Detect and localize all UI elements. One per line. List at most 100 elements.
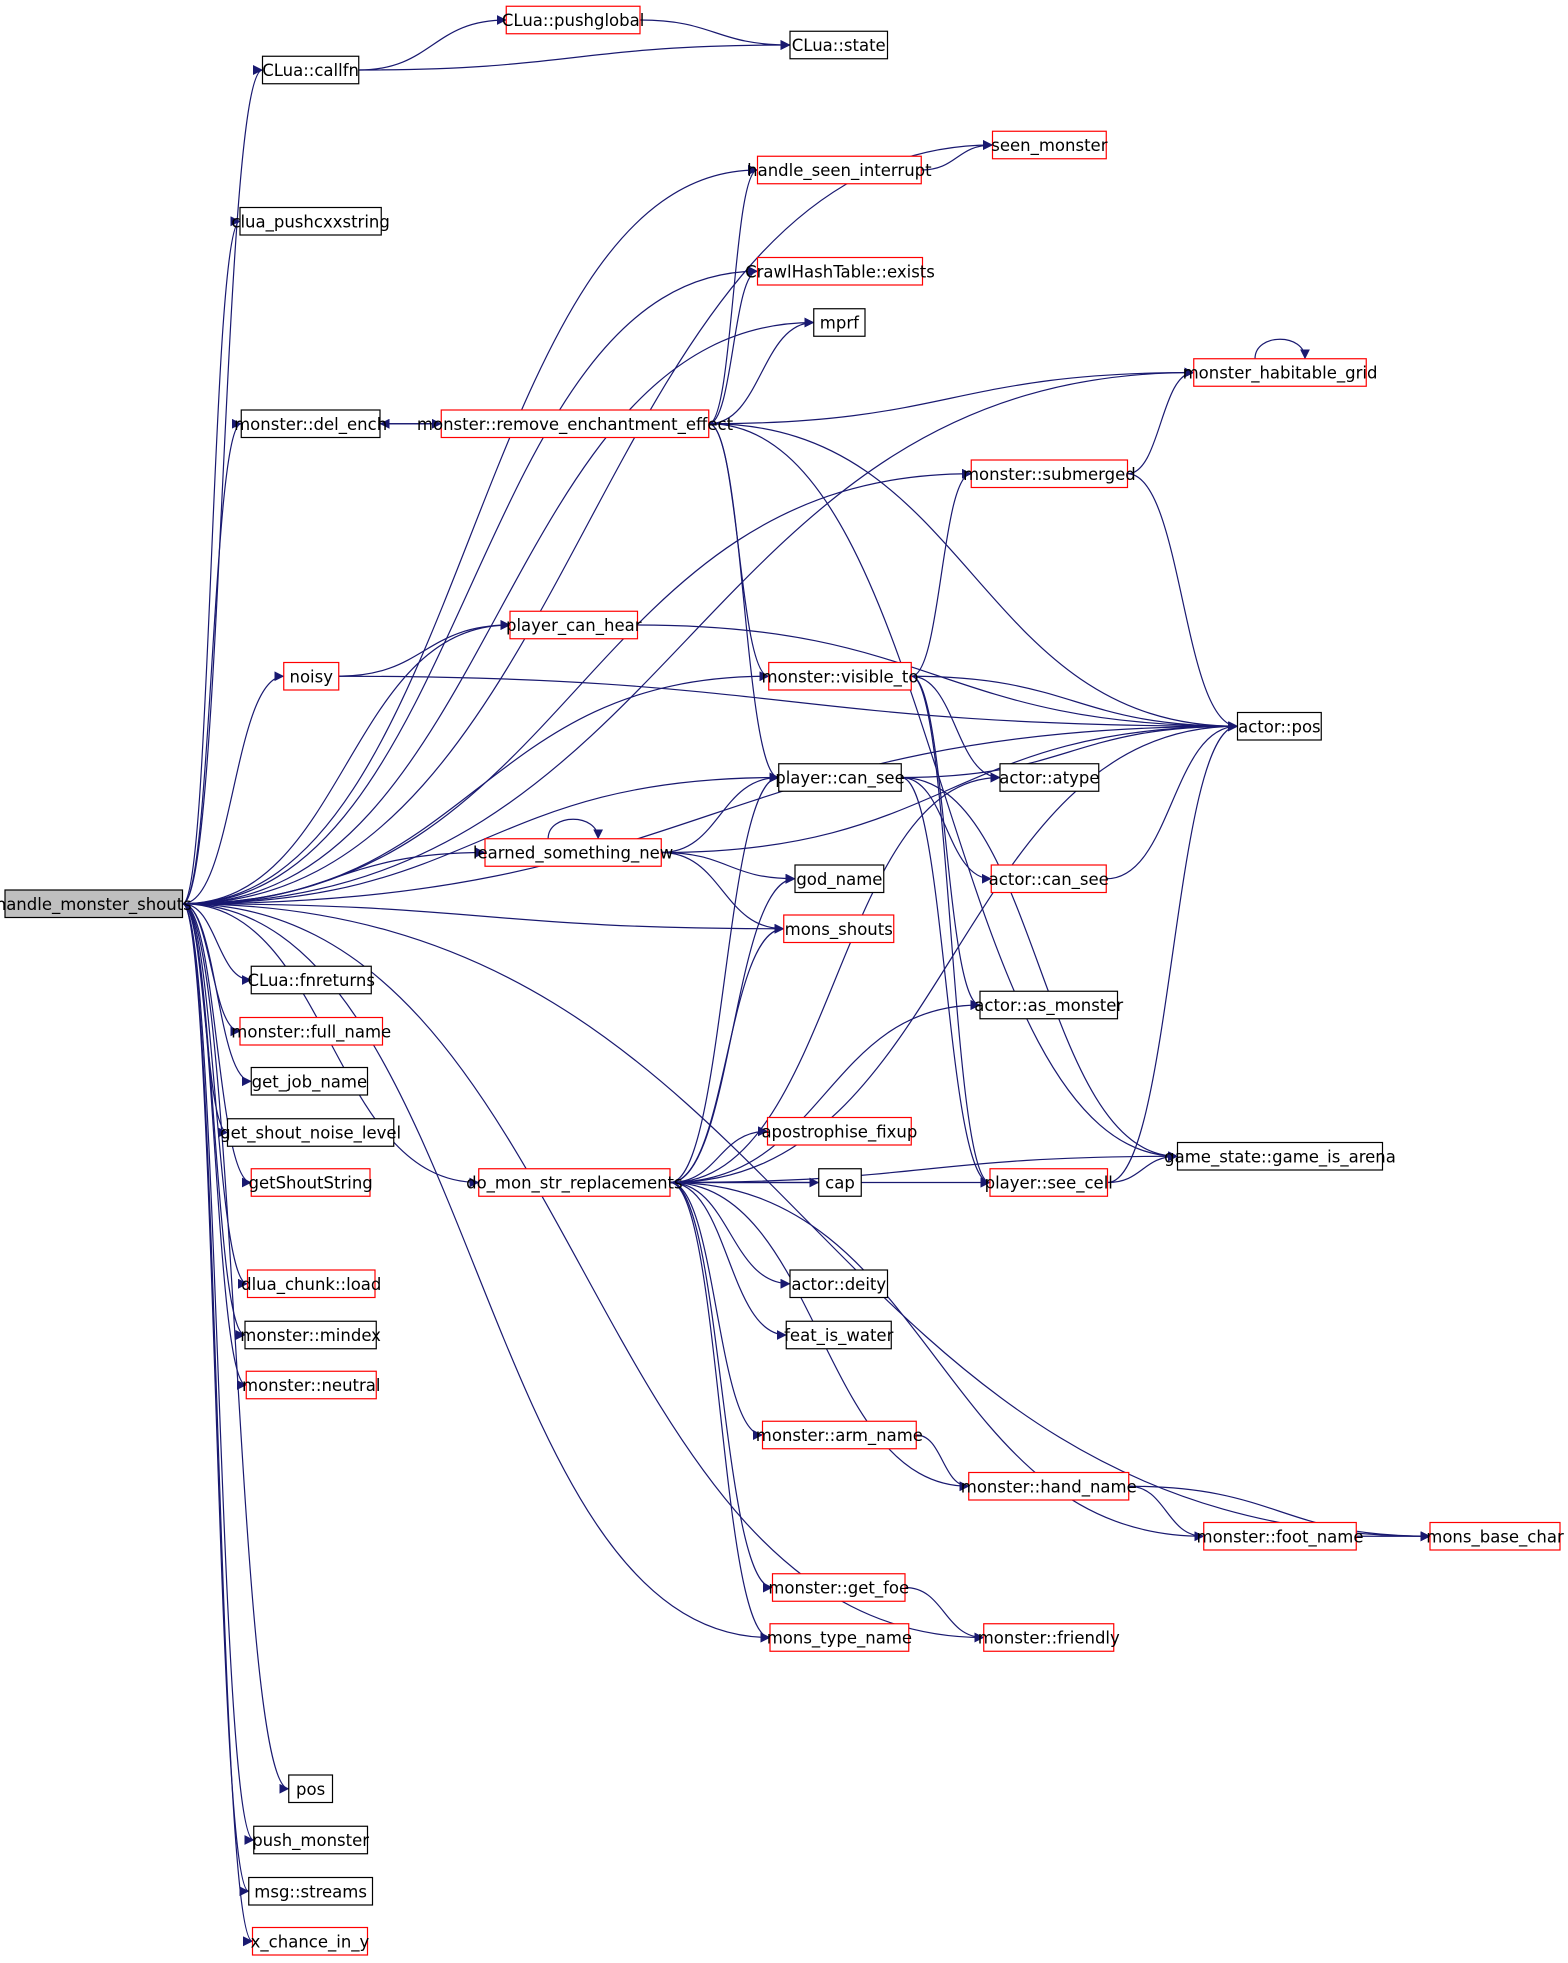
node-monster_remove_enchantment_effect[interactable]: monster::remove_enchantment_effect	[417, 409, 734, 439]
node-monster_foot_name[interactable]: monster::foot_name	[1197, 1521, 1364, 1551]
node-label: CLua::fnreturns	[248, 971, 375, 990]
node-monster_del_ench[interactable]: monster::del_ench	[234, 409, 387, 439]
node-get_shout_noise_level[interactable]: get_shout_noise_level	[220, 1118, 401, 1147]
node-mons_shouts[interactable]: mons_shouts	[783, 914, 895, 944]
node-box	[478, 1168, 671, 1197]
node-box	[989, 1168, 1109, 1197]
edge-handle_monster_shouts-to-clua_callfn	[182, 65, 263, 905]
edge-handle_monster_shouts-to-handle_seen_interrupt	[182, 165, 758, 905]
edge-noisy-to-actor_pos	[338, 675, 1238, 732]
edge-actor_can_see-to-actor_pos	[1106, 721, 1238, 880]
node-actor_as_monster[interactable]: actor::as_monster	[974, 990, 1123, 1020]
node-actor_atype[interactable]: actor::atype	[999, 763, 1100, 792]
edge-monster_visible_to-to-actor_as_monster	[911, 675, 981, 1010]
node-actor_pos[interactable]: actor::pos	[1236, 711, 1322, 741]
edge-handle_monster_shouts-to-mons_shouts	[182, 903, 785, 934]
node-label: monster::foot_name	[1197, 1527, 1364, 1547]
node-monster_get_foe[interactable]: monster::get_foe	[768, 1573, 909, 1602]
node-label: mons_type_name	[767, 1629, 912, 1649]
node-learned_something_new[interactable]: learned_something_new	[473, 838, 673, 867]
node-clua_pushglobal[interactable]: CLua::pushglobal	[502, 5, 644, 35]
node-label: god_name	[796, 870, 882, 890]
node-apostrophise_fixup[interactable]: apostrophise_fixup	[761, 1116, 917, 1146]
node-box	[789, 30, 889, 60]
node-label: x_chance_in_y	[251, 1932, 370, 1952]
node-monster_visible_to[interactable]: monster::visible_to	[761, 661, 919, 691]
node-seen_monster[interactable]: seen_monster	[991, 130, 1108, 160]
node-game_state_game_is_arena[interactable]: game_state::game_is_arena	[1164, 1141, 1396, 1171]
node-monster_hand_name[interactable]: monster::hand_name	[961, 1471, 1137, 1501]
node-label: dlua_chunk::load	[241, 1275, 381, 1295]
node-label: seen_monster	[991, 136, 1107, 156]
edge-monster_remove_enchantment_effect-to-actor_pos	[708, 423, 1238, 732]
edge-handle_monster_shouts-to-mprf	[182, 317, 815, 905]
edge-player_can_hear-to-actor_pos	[637, 624, 1238, 732]
node-msg_streams[interactable]: msg::streams	[248, 1876, 374, 1906]
node-box	[509, 610, 639, 640]
node-get_job_name[interactable]: get_job_name	[250, 1066, 369, 1096]
edge-handle_monster_shouts-to-getshoutstring	[182, 903, 252, 1188]
node-label: msg::streams	[254, 1882, 367, 1901]
edge-handle_monster_shouts-to-pos	[182, 903, 290, 1794]
node-label: monster::mindex	[240, 1326, 381, 1345]
node-box	[1193, 358, 1367, 387]
node-monster_arm_name[interactable]: monster::arm_name	[756, 1420, 923, 1450]
node-box	[979, 990, 1119, 1020]
node-cap[interactable]: cap	[818, 1168, 862, 1197]
node-god_name[interactable]: god_name	[794, 864, 885, 894]
node-box	[288, 1774, 334, 1804]
node-monster_submerged[interactable]: monster::submerged	[963, 459, 1136, 489]
node-clua_pushcxxstring[interactable]: clua_pushcxxstring	[231, 206, 390, 236]
node-mons_type_name[interactable]: mons_type_name	[767, 1623, 912, 1652]
node-player_see_cell[interactable]: player::see_cell	[985, 1168, 1113, 1197]
edge-learned_something_new-to-actor_pos	[661, 721, 1238, 854]
node-clua_state[interactable]: CLua::state	[789, 30, 889, 60]
node-pos[interactable]: pos	[288, 1774, 334, 1804]
node-player_can_hear[interactable]: player_can_hear	[506, 610, 642, 640]
edge-do_mon_str_replacements-to-monster_get_foe	[669, 1181, 773, 1593]
node-label: monster::friendly	[978, 1629, 1120, 1648]
node-handle_monster_shouts[interactable]: handle_monster_shouts	[0, 889, 192, 919]
edge-monster_remove_enchantment_effect-to-player_can_see	[708, 423, 780, 783]
edge-handle_seen_interrupt-to-seen_monster	[921, 140, 993, 171]
node-label: pos	[296, 1780, 325, 1799]
node-monster_friendly[interactable]: monster::friendly	[978, 1623, 1120, 1652]
node-monster_mindex[interactable]: monster::mindex	[240, 1320, 381, 1350]
node-label: apostrophise_fixup	[761, 1122, 917, 1142]
node-box	[778, 763, 902, 792]
node-label: mons_shouts	[785, 920, 893, 940]
edge-do_mon_str_replacements-to-mons_type_name	[669, 1181, 771, 1643]
node-monster_habitable_grid[interactable]: monster_habitable_grid	[1183, 358, 1378, 387]
node-monster_neutral[interactable]: monster::neutral	[242, 1370, 380, 1400]
node-actor_deity[interactable]: actor::deity	[789, 1269, 889, 1299]
node-label: noisy	[290, 667, 334, 686]
edge-do_mon_str_replacements-to-apostrophise_fixup	[669, 1126, 768, 1184]
edge-handle_monster_shouts-to-noisy	[182, 671, 285, 905]
node-feat_is_water[interactable]: feat_is_water	[784, 1320, 894, 1350]
edge-handle_monster_shouts-to-monster_neutral	[182, 903, 247, 1390]
node-do_mon_str_replacements[interactable]: do_mon_str_replacements	[466, 1168, 683, 1197]
node-crawlhashtable_exists[interactable]: CrawlHashTable::exists	[745, 256, 935, 286]
node-clua_fnreturns[interactable]: CLua::fnreturns	[248, 965, 375, 995]
edge-handle_monster_shouts-to-seen_monster	[182, 140, 993, 905]
node-box	[261, 55, 360, 85]
node-box	[970, 459, 1129, 489]
node-mons_base_char[interactable]: mons_base_char	[1426, 1521, 1564, 1551]
node-clua_callfn[interactable]: CLua::callfn	[261, 55, 360, 85]
node-dlua_chunk_load[interactable]: dlua_chunk::load	[241, 1269, 381, 1299]
node-push_monster[interactable]: push_monster	[252, 1825, 369, 1855]
node-getshoutstring[interactable]: getShoutString	[248, 1168, 373, 1197]
node-box	[1236, 711, 1322, 741]
node-noisy[interactable]: noisy	[283, 661, 340, 691]
edge-handle_monster_shouts-to-player_can_hear	[182, 620, 511, 905]
edge-handle_monster_shouts-to-monster_del_ench	[182, 418, 242, 905]
node-monster_full_name[interactable]: monster::full_name	[231, 1016, 391, 1046]
node-handle_seen_interrupt[interactable]: handle_seen_interrupt	[747, 155, 932, 185]
node-box	[761, 1420, 917, 1450]
node-label: handle_seen_interrupt	[747, 161, 932, 181]
node-player_can_see[interactable]: player::can_see	[775, 763, 905, 792]
node-actor_can_see[interactable]: actor::can_see	[989, 864, 1109, 894]
node-x_chance_in_y[interactable]: x_chance_in_y	[251, 1926, 370, 1956]
node-label: monster::visible_to	[761, 667, 918, 687]
node-mprf[interactable]: mprf	[813, 308, 866, 337]
